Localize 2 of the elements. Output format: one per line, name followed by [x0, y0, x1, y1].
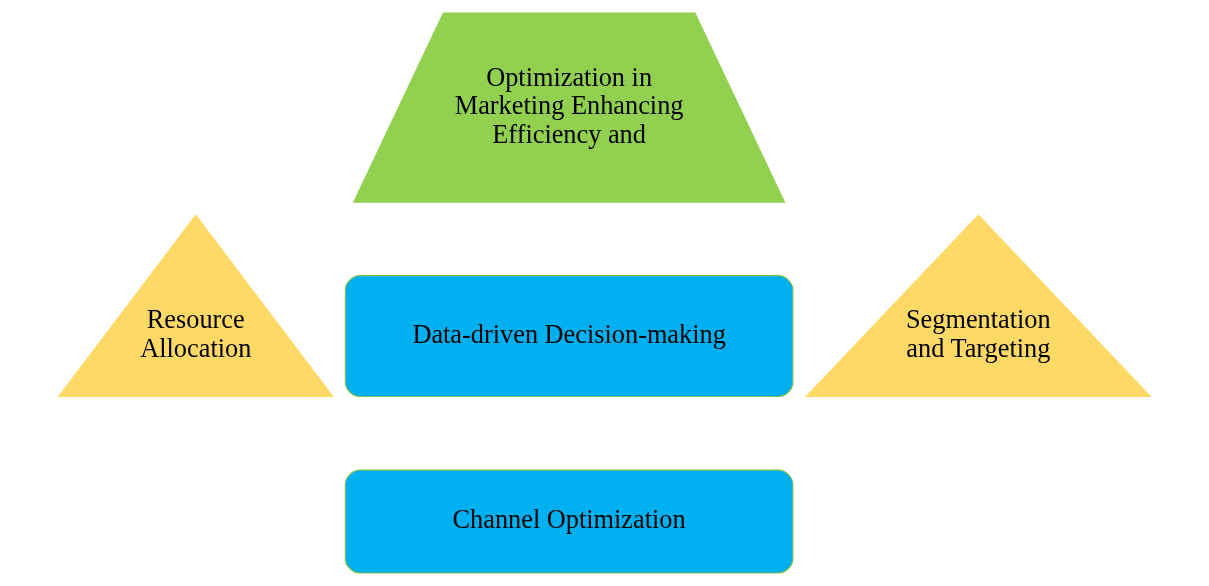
- node-box: Data-driven Decision-making: [344, 275, 794, 398]
- node-box: Channel Optimization: [344, 469, 794, 574]
